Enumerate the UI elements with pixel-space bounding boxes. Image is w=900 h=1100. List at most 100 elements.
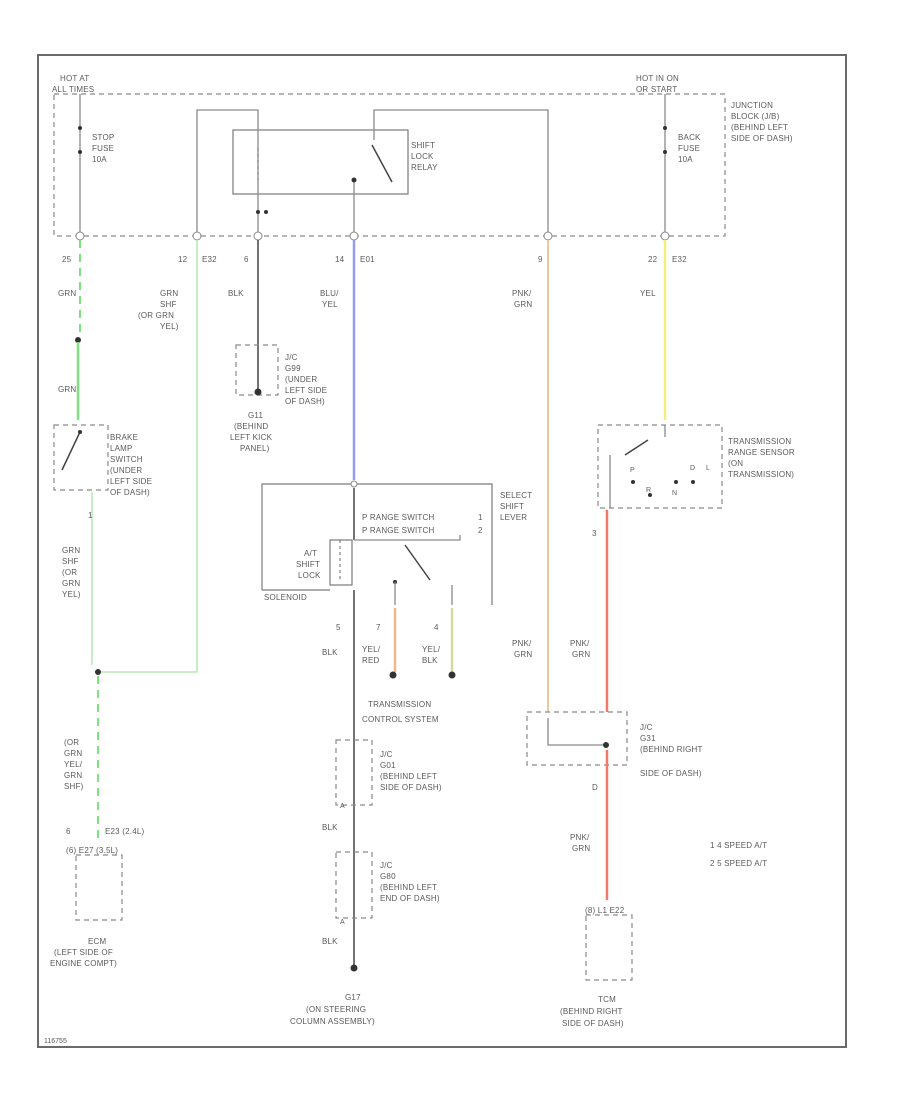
wire-blk-4-label: BLK xyxy=(322,937,338,946)
prange-switch-wire xyxy=(354,535,461,541)
wire-yelblk-label: YEL/ xyxy=(422,645,441,654)
jc-g99-label: J/C xyxy=(285,353,298,362)
select-shift-lever-box xyxy=(261,483,493,605)
back-fuse-label-3: 10A xyxy=(678,155,693,164)
jc-g99-label-5: OF DASH) xyxy=(285,397,325,406)
g11-label-3: LEFT KICK xyxy=(230,433,273,442)
jc-g99-box xyxy=(235,344,279,396)
hot-at-all-times-label-2: ALL TIMES xyxy=(52,85,94,94)
note-4-speed: 1 4 SPEED A/T xyxy=(710,841,767,850)
at-shift-label-4: SOLENOID xyxy=(264,593,307,602)
pin-14-connector xyxy=(349,231,359,241)
conn-e32-label: E32 xyxy=(202,255,217,264)
wire-blk-label: BLK xyxy=(228,289,244,298)
wire-pnk-3-label-2: GRN xyxy=(514,650,532,659)
wire-pnk-3-label: PNK/ xyxy=(512,639,532,648)
jc-g31-bus xyxy=(547,718,606,746)
back-fuse-label-2: FUSE xyxy=(678,144,700,153)
pin-25-label: 25 xyxy=(62,255,72,264)
pin-22-connector xyxy=(660,231,670,241)
brake-switch-label-6: OF DASH) xyxy=(110,488,150,497)
trs-l-label: L xyxy=(706,465,710,472)
wire-pnk-5-label: PNK/ xyxy=(570,639,590,648)
wire-grn-shf-b-label: GRN xyxy=(62,546,80,555)
g11-label-4: PANEL) xyxy=(240,444,270,453)
back-fuse-icon xyxy=(663,126,667,130)
lever-connector xyxy=(350,480,358,488)
wire-or-label-5: SHF) xyxy=(64,782,84,791)
wire-pnk-label: PNK/ xyxy=(512,289,532,298)
diagram-frame xyxy=(37,54,847,1048)
stop-fuse-icon xyxy=(78,126,82,130)
pin-9-label: 9 xyxy=(538,255,543,264)
trs-contact-p xyxy=(631,480,635,484)
jc-g01-label-3: (BEHIND LEFT xyxy=(380,772,437,781)
jc-g80-label-3: (BEHIND LEFT xyxy=(380,883,437,892)
conn-e32-b-label: E32 xyxy=(672,255,687,264)
wire-or-label-4: GRN xyxy=(64,771,82,780)
relay-diode-dot-1 xyxy=(256,210,260,214)
wire-grn-shf-b-label-3: (OR xyxy=(62,568,77,577)
jc-g01-label: J/C xyxy=(380,750,393,759)
ground-g11-icon xyxy=(254,388,262,396)
pin-7-label: 7 xyxy=(376,623,381,632)
brake-switch-label-4: (UNDER xyxy=(110,466,142,475)
wire-pnk-label-2: GRN xyxy=(514,300,532,309)
junction-block-label-2: BLOCK (J/B) xyxy=(731,112,780,121)
jc-g80-label-4: END OF DASH) xyxy=(380,894,440,903)
at-shift-solenoid-box xyxy=(329,539,353,586)
back-fuse-icon-b xyxy=(663,150,667,154)
wire-grn-shf-label: GRN xyxy=(160,289,178,298)
wire-grn-shf-label-3: (OR GRN xyxy=(138,311,174,320)
jc-g80-label: J/C xyxy=(380,861,393,870)
splice-dot-1 xyxy=(75,337,81,343)
jc-g31-box xyxy=(526,711,628,766)
wire-pnk-7-label-2: GRN xyxy=(572,844,590,853)
grn-shf-wire-mid xyxy=(100,240,198,673)
pin-9-connector xyxy=(543,231,553,241)
brake-switch-blade xyxy=(61,431,81,471)
wire-grn-shf-label-4: YEL) xyxy=(160,322,179,331)
pin-d-label: D xyxy=(592,783,598,792)
prange-switch-blade xyxy=(404,544,431,581)
conn-e01-label: E01 xyxy=(360,255,375,264)
pin-6-label: 6 xyxy=(244,255,249,264)
g17-label: G17 xyxy=(345,993,361,1002)
brake-switch-label: BRAKE xyxy=(110,433,138,442)
ground-g17-icon xyxy=(350,964,358,972)
trs-label: TRANSMISSION xyxy=(728,437,791,446)
pin-12-connector xyxy=(192,231,202,241)
wire-yelred-label-2: RED xyxy=(362,656,380,665)
pin-6-connector xyxy=(253,231,263,241)
trs-d-label: D xyxy=(690,465,695,472)
relay-diode-dot-2 xyxy=(264,210,268,214)
jc-g31-splice xyxy=(603,742,609,748)
conn-e23-label: E23 (2.4L) xyxy=(105,827,144,836)
prange-switch-label-2: P RANGE SWITCH xyxy=(362,526,434,535)
jc-g01-label-2: G01 xyxy=(380,761,396,770)
junction-block-outline xyxy=(53,93,726,237)
wire-yelred-label: YEL/ xyxy=(362,645,381,654)
g11-label: G11 xyxy=(248,411,263,420)
wire-grn-shf-label-2: SHF xyxy=(160,300,177,309)
wire-yel-label: YEL xyxy=(640,289,656,298)
wire-or-label-2: GRN xyxy=(64,749,82,758)
hot-at-all-times-label: HOT AT xyxy=(60,74,89,83)
wire-blk-3-label: BLK xyxy=(322,823,338,832)
brake-switch-label-3: SWITCH xyxy=(110,455,143,464)
junction-block-label: JUNCTION xyxy=(731,101,773,110)
brake-switch-contact xyxy=(78,430,82,434)
jc-g31-label: J/C xyxy=(640,723,653,732)
at-shift-label: A/T xyxy=(304,549,317,558)
trs-contact-n xyxy=(674,480,678,484)
brake-switch-label-2: LAMP xyxy=(110,444,133,453)
jc-g80-box xyxy=(335,851,373,919)
junction-block-label-4: SIDE OF DASH) xyxy=(731,134,793,143)
conn-e27-label: (6) E27 (3.5L) xyxy=(66,846,118,855)
figure-id: 116755 xyxy=(44,1038,67,1045)
trs-contact-r xyxy=(648,493,652,497)
hot-in-on-label: HOT IN ON xyxy=(636,74,679,83)
shift-lock-relay-label: SHIFT xyxy=(411,141,435,150)
pin-6b-label: 6 xyxy=(66,827,71,836)
